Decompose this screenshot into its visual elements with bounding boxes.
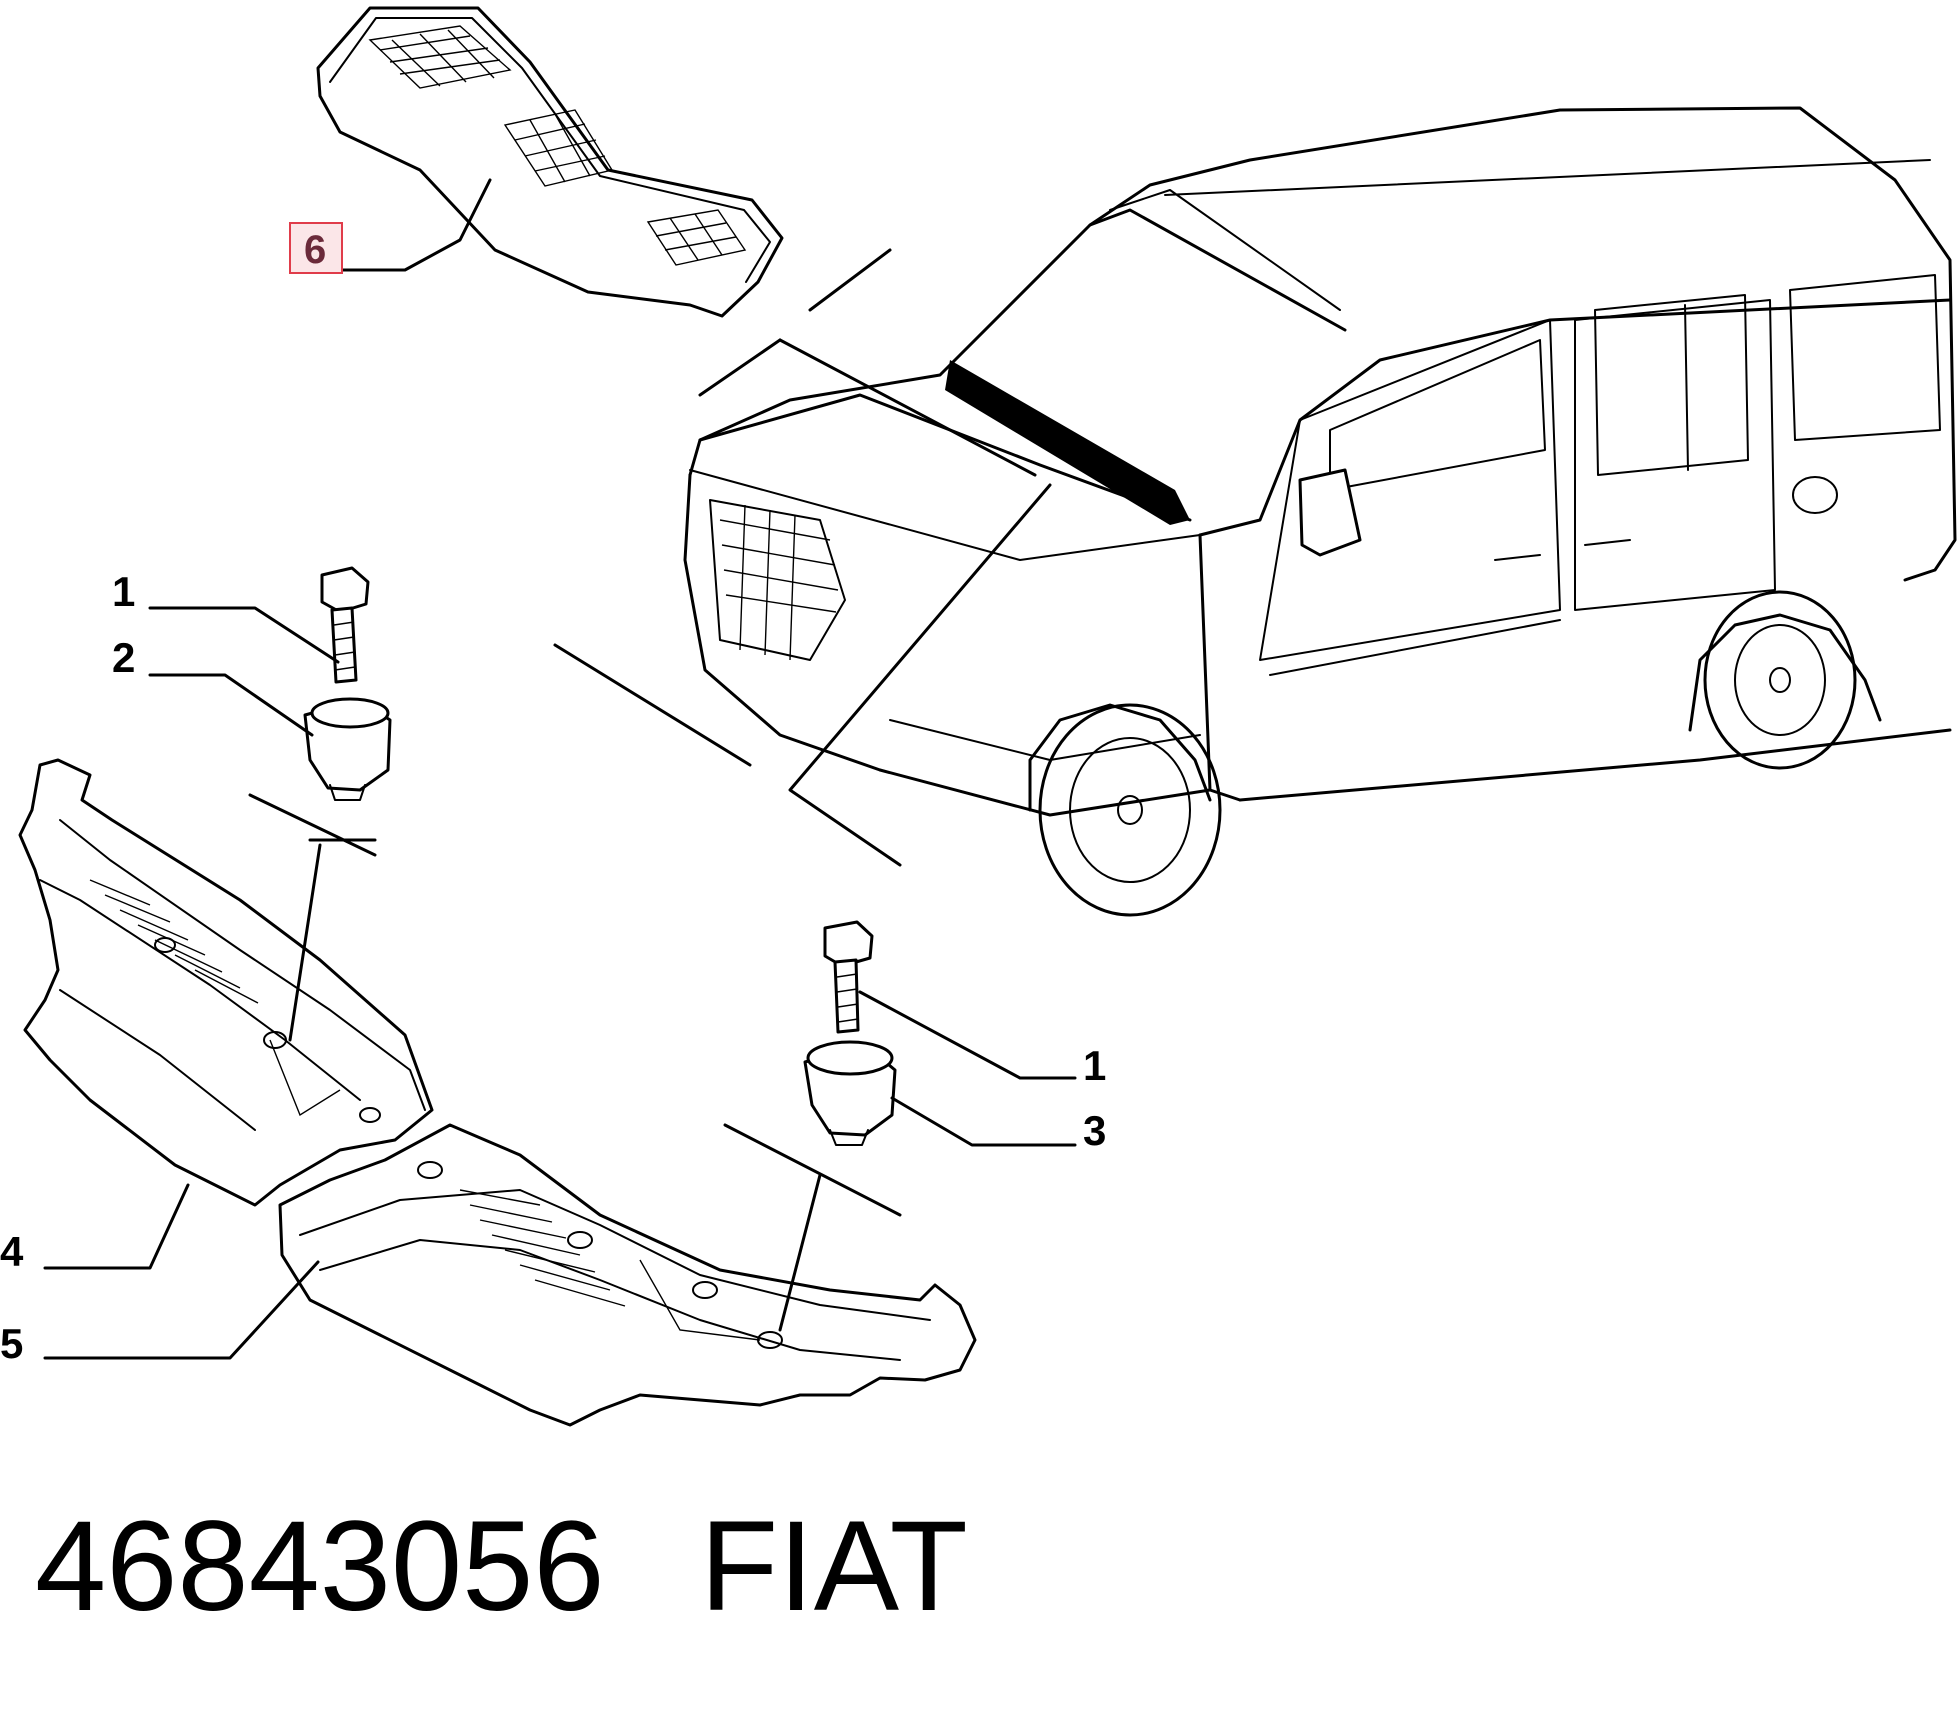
grommet-upper[interactable] <box>303 697 392 801</box>
callout-2: 2 <box>112 634 314 737</box>
callout-6-label: 6 <box>304 228 326 272</box>
callout-4-label: 4 <box>0 1228 24 1275</box>
shield-guide-lines <box>248 793 902 1332</box>
bolt-lower[interactable] <box>823 920 874 1034</box>
callout-3-label: 3 <box>1083 1107 1106 1154</box>
brand-name: FIAT <box>700 1495 968 1638</box>
callout-4: 4 <box>0 1183 190 1275</box>
splash-shield-right[interactable] <box>278 1123 977 1427</box>
bolt-upper[interactable] <box>320 566 370 684</box>
callout-2-label: 2 <box>112 634 135 681</box>
splash-shield-left[interactable] <box>18 758 434 1207</box>
callout-1-upper: 1 <box>112 568 340 664</box>
section-lines <box>553 248 1052 867</box>
vehicle-illustration <box>683 106 1957 917</box>
callout-1-lower: 1 <box>858 990 1106 1089</box>
callout-1-upper-label: 1 <box>112 568 135 615</box>
callout-3: 3 <box>890 1096 1106 1154</box>
callout-5: 5 <box>0 1260 320 1367</box>
callout-5-label: 5 <box>0 1320 23 1367</box>
callout-1-lower-label: 1 <box>1083 1042 1106 1089</box>
vent-grille-panel[interactable] <box>316 6 784 318</box>
callout-6-highlight <box>289 222 343 274</box>
grommet-lower[interactable] <box>803 1040 897 1146</box>
part-number: 46843056 <box>35 1495 605 1638</box>
callout-6[interactable]: 6 <box>289 222 343 274</box>
